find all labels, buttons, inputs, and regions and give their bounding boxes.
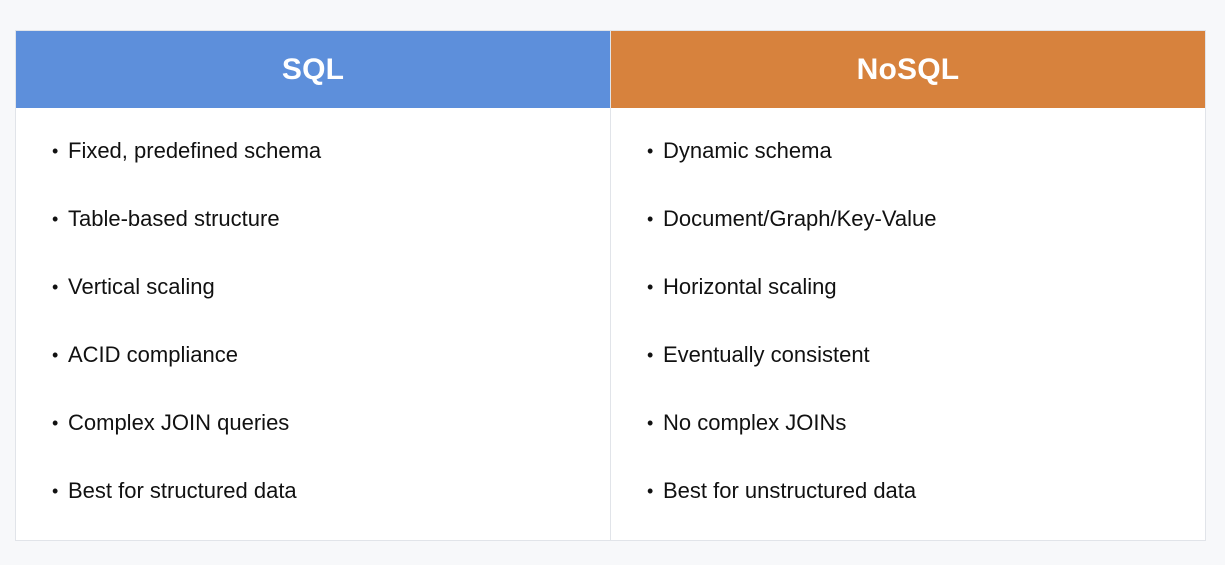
list-item: •Eventually consistent	[647, 336, 1205, 404]
list-item: •Document/Graph/Key-Value	[647, 200, 1205, 268]
list-item: •Fixed, predefined schema	[52, 132, 610, 200]
list-item: •Table-based structure	[52, 200, 610, 268]
bullet-icon: •	[647, 413, 654, 433]
list-item: •ACID compliance	[52, 336, 610, 404]
list-item: •Horizontal scaling	[647, 268, 1205, 336]
bullet-icon: •	[647, 481, 654, 501]
bullet-icon: •	[52, 345, 59, 365]
sql-header: SQL	[16, 31, 610, 108]
bullet-icon: •	[52, 141, 59, 161]
bullet-icon: •	[52, 481, 59, 501]
sql-feature-list: •Fixed, predefined schema •Table-based s…	[16, 108, 610, 540]
list-item: •Best for unstructured data	[647, 472, 1205, 540]
bullet-icon: •	[647, 141, 654, 161]
nosql-header: NoSQL	[611, 31, 1205, 108]
nosql-column: NoSQL •Dynamic schema •Document/Graph/Ke…	[611, 31, 1205, 540]
bullet-icon: •	[52, 277, 59, 297]
bullet-icon: •	[647, 209, 654, 229]
nosql-feature-list: •Dynamic schema •Document/Graph/Key-Valu…	[611, 108, 1205, 540]
bullet-icon: •	[647, 345, 654, 365]
sql-column: SQL •Fixed, predefined schema •Table-bas…	[16, 31, 611, 540]
bullet-icon: •	[647, 277, 654, 297]
list-item: •No complex JOINs	[647, 404, 1205, 472]
comparison-table: SQL •Fixed, predefined schema •Table-bas…	[16, 31, 1205, 540]
bullet-icon: •	[52, 413, 59, 433]
list-item: •Vertical scaling	[52, 268, 610, 336]
list-item: •Complex JOIN queries	[52, 404, 610, 472]
list-item: •Best for structured data	[52, 472, 610, 540]
list-item: •Dynamic schema	[647, 132, 1205, 200]
bullet-icon: •	[52, 209, 59, 229]
